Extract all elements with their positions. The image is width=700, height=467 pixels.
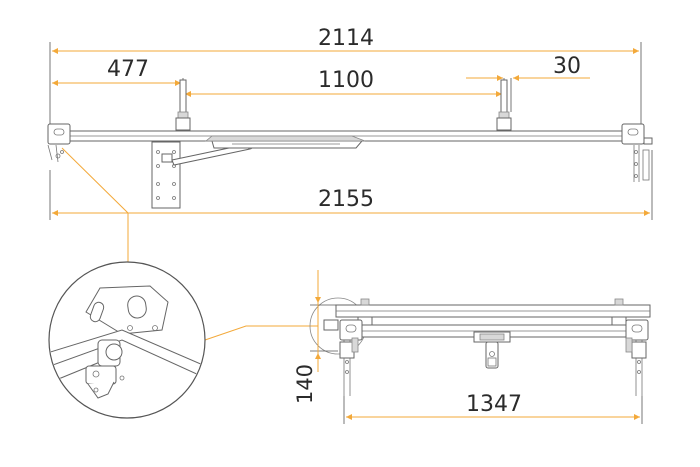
side-view: 140 1347 xyxy=(293,270,651,424)
dimension-label-477: 477 xyxy=(107,57,149,82)
end-bracket-right xyxy=(621,123,653,182)
clamp-left xyxy=(339,337,359,396)
post-right xyxy=(496,79,512,131)
side-post-right xyxy=(611,316,627,326)
dimension-label-2114: 2114 xyxy=(318,26,374,51)
tool-body-top xyxy=(204,135,366,142)
dimension-label-140: 140 xyxy=(293,364,317,404)
top-view: 2114 477 1100 30 2155 xyxy=(47,26,653,220)
dimension-label-2155: 2155 xyxy=(318,187,374,212)
end-bracket-left xyxy=(47,123,71,163)
center-latch xyxy=(473,331,511,369)
mounting-plate xyxy=(151,141,181,209)
side-end-left xyxy=(339,319,363,341)
dimension-label-30: 30 xyxy=(553,54,581,79)
clamp-right xyxy=(625,337,647,396)
side-end-right xyxy=(625,319,649,341)
leader-line-top xyxy=(61,147,129,262)
dimension-label-1347: 1347 xyxy=(466,392,522,417)
leader-line-bottom xyxy=(204,325,318,341)
tool-body xyxy=(211,140,364,149)
detail-zoom xyxy=(48,261,206,419)
post-left xyxy=(175,79,191,131)
dimension-label-1100: 1100 xyxy=(318,68,374,93)
